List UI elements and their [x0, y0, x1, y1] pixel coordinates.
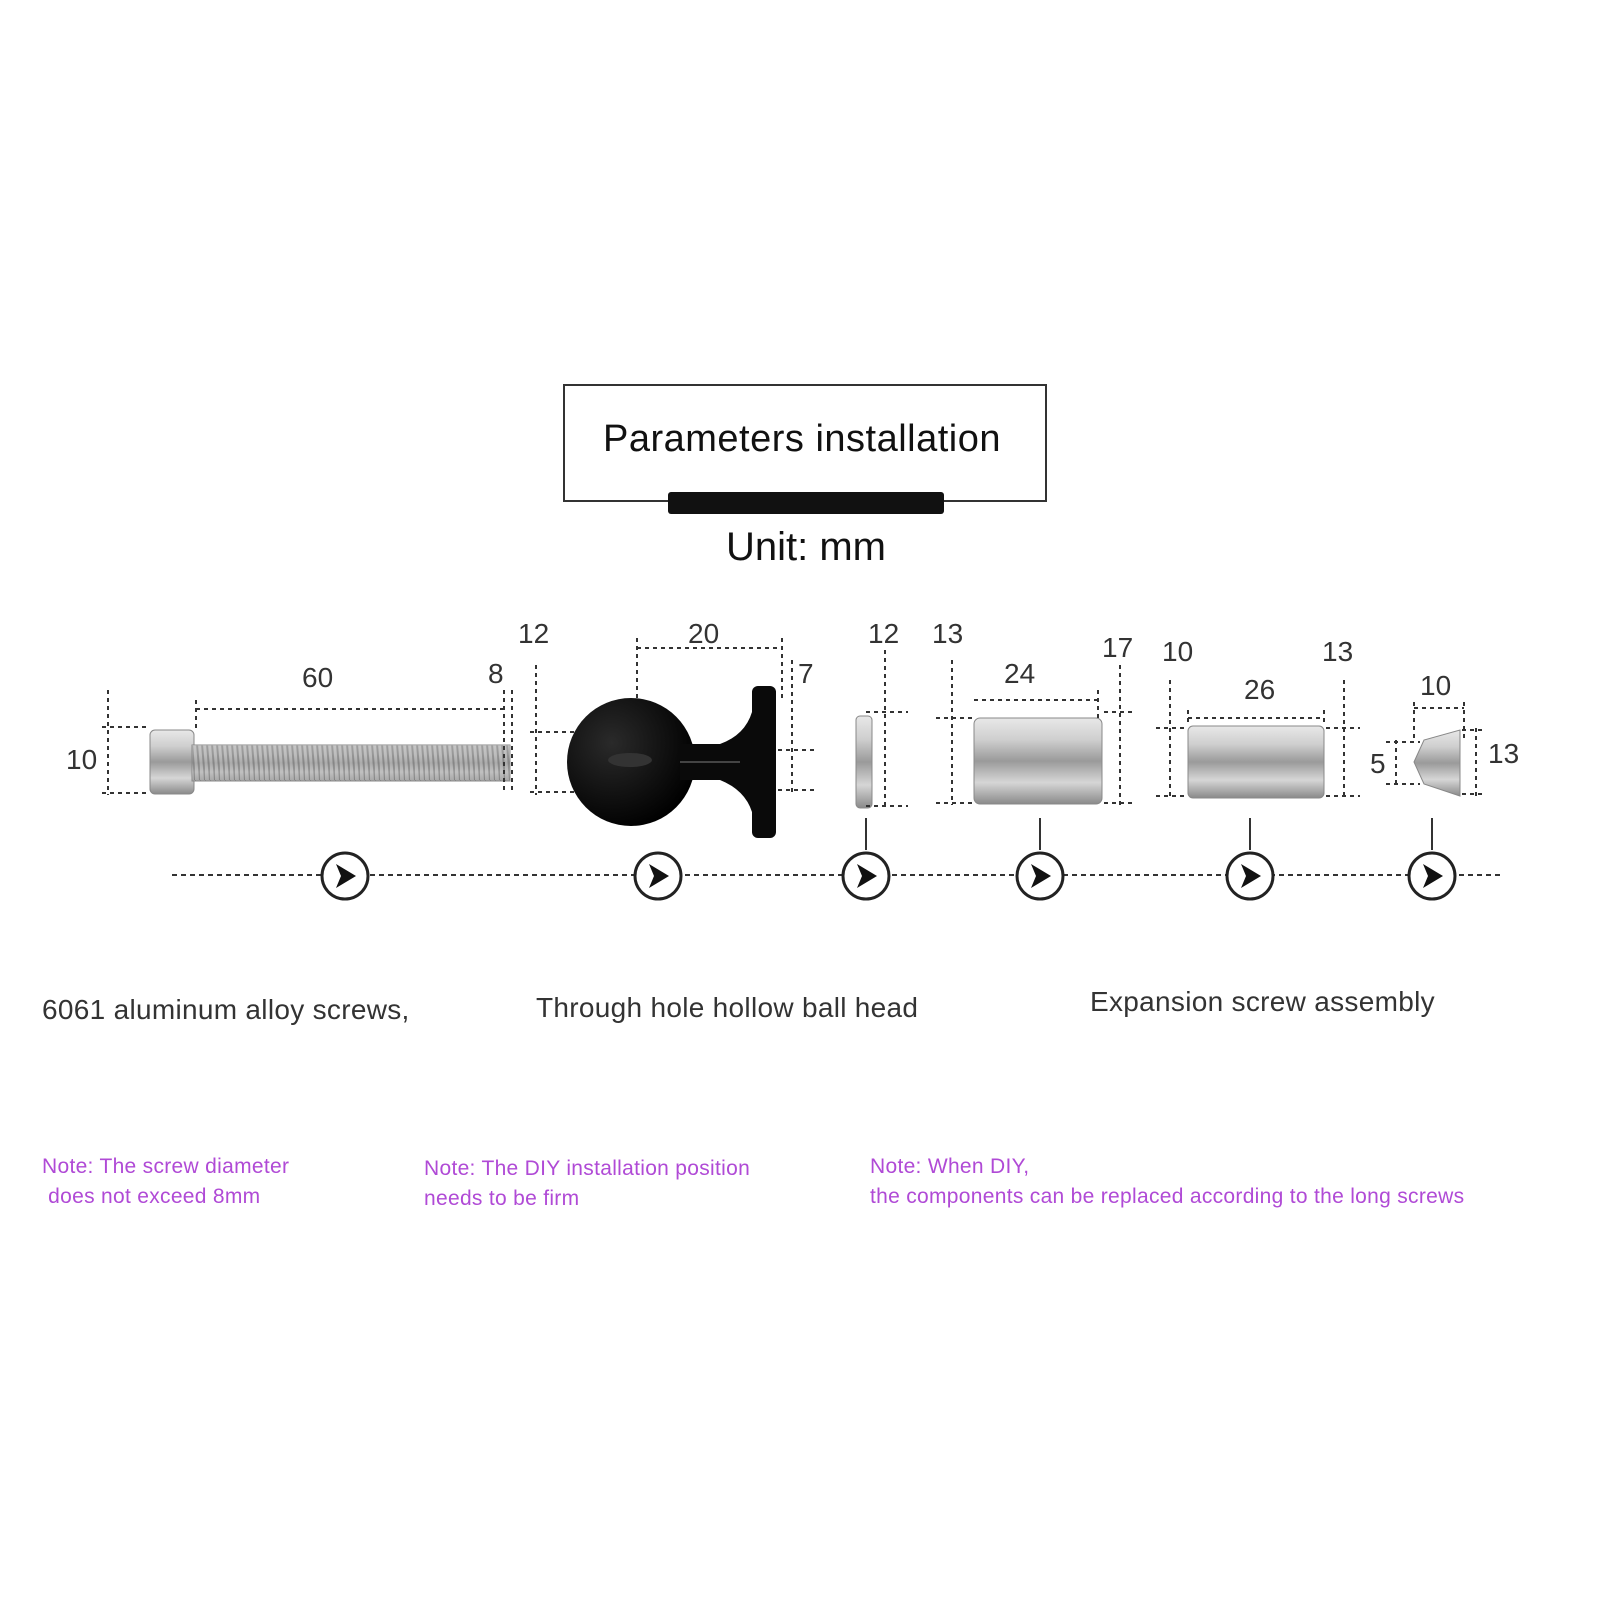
dim-ball-width: 20 — [688, 618, 720, 649]
washer-part — [855, 715, 873, 809]
chevron-right-icon — [336, 864, 356, 888]
caption-ball-head: Through hole hollow ball head — [536, 992, 919, 1023]
note-line: needs to be firm — [424, 1187, 580, 1210]
dim-screw-thread: 8 — [488, 658, 504, 689]
chevron-right-icon — [857, 864, 877, 888]
ball-head-part — [567, 686, 776, 838]
note-installation-position: Note: The DIY installation position need… — [424, 1154, 750, 1214]
note-replace-components: Note: When DIY, the components can be re… — [870, 1152, 1464, 1212]
dim-tube1-length: 24 — [1004, 658, 1036, 689]
caption-screws: 6061 aluminum alloy screws, — [42, 994, 410, 1025]
unit-label: Unit: mm — [726, 525, 886, 569]
dim-tube2-left: 10 — [1162, 636, 1194, 667]
screw-part — [149, 729, 511, 795]
note-line: does not exceed 8mm — [42, 1185, 261, 1208]
note-line: Note: The screw diameter — [42, 1155, 290, 1178]
dim-tube2-length: 26 — [1244, 674, 1276, 705]
dim-screw-head: 10 — [66, 744, 98, 775]
title-underline-bar — [668, 492, 944, 514]
dim-tube1-left: 13 — [932, 618, 964, 649]
note-screw-diameter: Note: The screw diameter does not exceed… — [42, 1152, 289, 1212]
chevron-right-icon — [1423, 864, 1443, 888]
tube-part-1 — [973, 717, 1103, 805]
dim-tube2-right: 13 — [1322, 636, 1354, 667]
dim-screw-length: 60 — [302, 662, 334, 693]
note-line: the components can be replaced according… — [870, 1185, 1465, 1208]
tube-part-2 — [1187, 725, 1325, 799]
dim-cone-large: 13 — [1488, 738, 1520, 769]
dim-cone-width: 10 — [1420, 670, 1452, 701]
note-line: Note: When DIY, — [870, 1155, 1030, 1178]
dim-cone-small: 5 — [1370, 748, 1386, 779]
dim-ball-base: 7 — [798, 658, 814, 689]
note-line: Note: The DIY installation position — [424, 1157, 751, 1180]
page-title: Parameters installation — [603, 418, 1002, 460]
chevron-right-icon — [1241, 864, 1261, 888]
dim-washer: 12 — [868, 618, 900, 649]
arrow-marker — [320, 851, 1457, 901]
chevron-right-icon — [1031, 864, 1051, 888]
caption-expansion: Expansion screw assembly — [1090, 986, 1435, 1017]
dim-ball-neck: 12 — [518, 618, 550, 649]
chevron-right-icon — [649, 864, 669, 888]
title-box: Parameters installation — [563, 384, 1047, 502]
dim-tube1-right: 17 — [1102, 632, 1134, 663]
cone-part — [1413, 729, 1461, 797]
